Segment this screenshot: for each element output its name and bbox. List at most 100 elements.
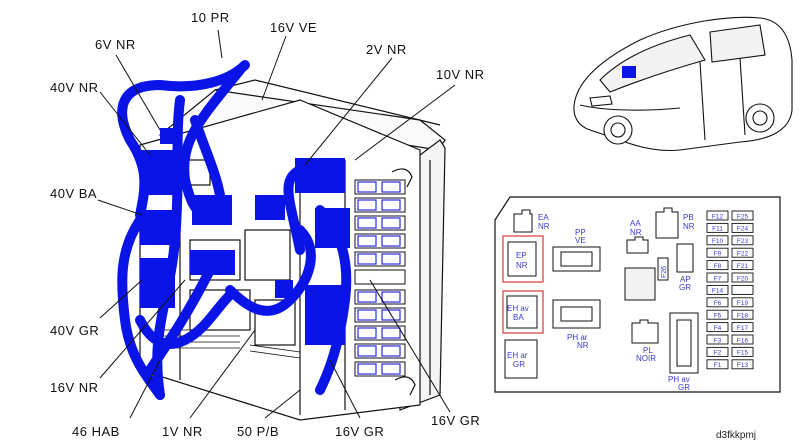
fuse-slot	[706, 334, 729, 345]
fuse-slot	[706, 247, 729, 258]
fuse-label: F4	[714, 325, 722, 332]
relay-blank	[624, 267, 656, 301]
fuse-label: F19	[737, 300, 749, 307]
fuse-slot	[706, 284, 729, 295]
fuse-label: F8	[714, 263, 722, 270]
label-ep-2: NR	[516, 261, 528, 270]
label-ehar-2: GR	[513, 360, 525, 369]
fuse-label: F2	[714, 350, 722, 357]
fuse-slot	[731, 272, 754, 283]
fuse-label: F15	[737, 350, 749, 357]
label-ep-1: EP	[516, 251, 527, 260]
connector-pl	[631, 319, 659, 344]
label-10v-nr: 10V NR	[436, 67, 485, 82]
label-ehav-1: EH av	[507, 304, 529, 313]
fuse-slot	[706, 346, 729, 357]
fuse-slot	[731, 334, 754, 345]
connector-pb	[655, 207, 679, 239]
label-ap-1: AP	[680, 275, 691, 284]
fuse-label: F10	[712, 238, 724, 245]
label-phar-1: PH ar	[567, 333, 588, 342]
fuse-label: F3	[714, 337, 722, 344]
fuse-label: F24	[737, 226, 749, 233]
label-46-hab: 46 HAB	[72, 424, 120, 439]
fuse-label: F21	[737, 263, 749, 270]
fuse-slot	[731, 297, 754, 308]
fuse-slot	[731, 210, 754, 221]
label-ea-1: EA	[538, 213, 549, 222]
fuse-label: F9	[714, 251, 722, 258]
label-f26: F26	[661, 266, 668, 278]
relay-ap	[676, 243, 694, 273]
fuse-slot	[731, 260, 754, 271]
fuse-slot	[706, 297, 729, 308]
car-fusebox-location-marker	[622, 66, 636, 78]
label-pp-1: PP	[575, 228, 586, 237]
fuse-box-body	[139, 79, 446, 421]
fuse-label: F18	[737, 313, 749, 320]
relay-ep	[502, 235, 544, 283]
label-16v-nr: 16V NR	[50, 380, 99, 395]
fuse-slot	[731, 235, 754, 246]
label-16v-gr-bottom: 16V GR	[335, 424, 385, 439]
label-ehav-2: BA	[513, 313, 524, 322]
label-phav-2: GR	[678, 383, 690, 392]
label-6v-nr: 6V NR	[95, 37, 136, 52]
fuse-label: F5	[714, 313, 722, 320]
fuse-label: F7	[714, 275, 722, 282]
fuse-label: F16	[737, 337, 749, 344]
fuse-label: F20	[737, 275, 749, 282]
label-pl-1: PL	[643, 346, 653, 355]
connector-ea	[513, 209, 533, 233]
fuse-box-schematic: EA NR EP NR EH av BA EH ar GR PP VE PH a…	[494, 196, 781, 393]
label-40v-ba: 40V BA	[50, 186, 98, 201]
fuse-slot	[706, 359, 729, 370]
relay-phar	[552, 299, 601, 329]
fuse-label: F12	[712, 213, 724, 220]
label-pl-2: NOIR	[636, 354, 656, 363]
fuse-slot	[731, 322, 754, 333]
fuse-label: F17	[737, 325, 749, 332]
label-50-pb: 50 P/B	[237, 424, 280, 439]
label-aa-1: AA	[630, 219, 641, 228]
label-1v-nr: 1V NR	[162, 424, 203, 439]
label-40v-gr: 40V GR	[50, 323, 100, 338]
connectors	[140, 128, 350, 345]
fuse-slot	[731, 359, 754, 370]
relay-phav	[669, 312, 699, 374]
fuse-label: F11	[712, 226, 723, 233]
label-16v-ve: 16V VE	[270, 20, 318, 35]
label-40v-nr: 40V NR	[50, 80, 99, 95]
fuse-slot	[706, 309, 729, 320]
label-ap-2: GR	[679, 283, 691, 292]
fuse-slot	[731, 222, 754, 233]
fuse-slot	[731, 309, 754, 320]
relay-pp	[552, 246, 601, 272]
label-ea-2: NR	[538, 222, 550, 231]
label-ehar-1: EH ar	[507, 351, 528, 360]
label-pp-2: VE	[575, 236, 586, 245]
fuse-slot	[731, 247, 754, 258]
relay-ehar	[504, 339, 538, 379]
fuse-slot	[706, 235, 729, 246]
fuse-label: F13	[737, 362, 749, 369]
fuse-slot	[706, 222, 729, 233]
fuse-label: F14	[712, 288, 724, 295]
relay-ehav	[502, 290, 544, 334]
fuse-label: F22	[737, 251, 749, 258]
fuse-slot	[706, 260, 729, 271]
label-pb-1: PB	[683, 213, 694, 222]
fuse-label: F1	[714, 362, 722, 369]
fuse-slot	[731, 346, 754, 357]
label-16v-gr-right: 16V GR	[431, 413, 481, 428]
fuse-slot	[706, 272, 729, 283]
leader-lines	[97, 29, 456, 419]
fuse-label: F25	[737, 213, 749, 220]
label-pb-2: NR	[683, 222, 695, 231]
label-aa-2: NR	[630, 228, 642, 237]
fuse-slot	[731, 284, 754, 295]
fuse-f26	[657, 257, 669, 281]
fuse-label: F23	[737, 238, 749, 245]
fuse-slot	[706, 322, 729, 333]
